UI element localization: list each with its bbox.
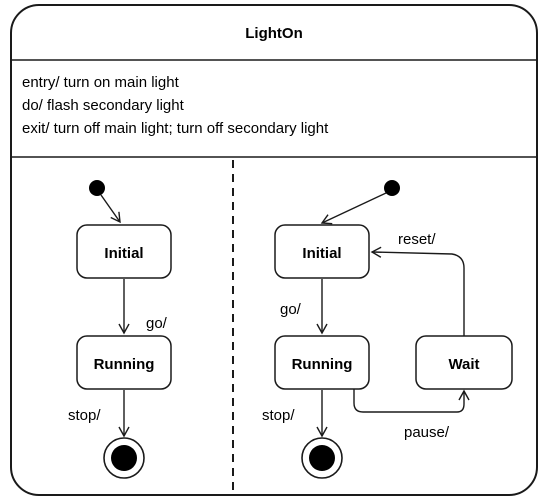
- left-final-state-core: [111, 445, 137, 471]
- left-region: Initial go/ Running stop/: [68, 180, 172, 479]
- right-reset-label: reset/: [398, 231, 436, 248]
- composite-state-title: LightOn: [245, 25, 302, 42]
- left-go-label: go/: [146, 315, 168, 332]
- right-reset-transition: [370, 246, 465, 336]
- right-initial-transition: [320, 192, 387, 225]
- right-pause-label: pause/: [404, 424, 450, 441]
- right-state-wait-label: Wait: [448, 356, 479, 373]
- right-state-initial: [274, 224, 370, 279]
- left-initial-transition: [100, 194, 121, 224]
- do-activity: do/ flash secondary light: [22, 97, 185, 114]
- exit-activity: exit/ turn off main light; turn off seco…: [22, 120, 329, 137]
- left-state-initial-label: Initial: [104, 245, 143, 262]
- left-stop-label: stop/: [68, 407, 101, 424]
- left-initial-pseudostate: [89, 180, 105, 196]
- right-final-state-core: [309, 445, 335, 471]
- left-state-running: [76, 335, 172, 390]
- entry-activity: entry/ turn on main light: [22, 74, 180, 91]
- left-state-running-label: Running: [94, 356, 155, 373]
- right-state-initial-label: Initial: [302, 245, 341, 262]
- right-initial-pseudostate: [384, 180, 400, 196]
- left-state-initial: [76, 224, 172, 279]
- right-go-label: go/: [280, 301, 302, 318]
- right-region: Initial go/ Running stop/ Wait pause/ re…: [262, 180, 513, 479]
- right-state-running-label: Running: [292, 356, 353, 373]
- right-stop-label: stop/: [262, 407, 295, 424]
- right-pause-transition: [353, 389, 470, 413]
- right-state-running: [274, 335, 370, 390]
